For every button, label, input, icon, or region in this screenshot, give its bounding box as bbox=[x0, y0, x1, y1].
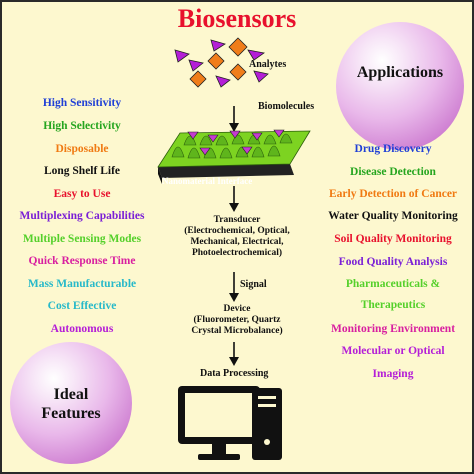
application-item: Therapeutics bbox=[360, 299, 426, 311]
application-item: Molecular or Optical bbox=[341, 345, 445, 357]
applications-title: Applications bbox=[356, 64, 444, 81]
analytes-label: Analytes bbox=[249, 59, 287, 70]
application-item: Drug Discovery bbox=[354, 143, 432, 155]
applications-sphere bbox=[336, 22, 464, 150]
data-processing-label: Data Processing bbox=[200, 368, 269, 379]
analyte-triangle bbox=[210, 39, 226, 52]
ideal-features-sphere bbox=[10, 342, 132, 464]
transducer-line: Transducer bbox=[213, 215, 261, 225]
ideal-features-title: Ideal Features bbox=[10, 385, 132, 423]
transducer-line: Mechanical, Electrical, bbox=[190, 237, 284, 247]
feature-item: Disposable bbox=[55, 143, 109, 155]
feature-item: Long Shelf Life bbox=[43, 165, 121, 177]
analyte-triangle bbox=[188, 59, 204, 72]
feature-item: Easy to Use bbox=[53, 188, 111, 200]
application-item: Pharmaceuticals & bbox=[345, 278, 441, 290]
signal-label: Signal bbox=[240, 279, 267, 290]
ideal-features-title-line-1: Ideal bbox=[53, 386, 89, 403]
computer-tower-icon bbox=[252, 388, 282, 460]
device-block: Device (Fluorometer, Quartz Crystal Micr… bbox=[2, 304, 472, 337]
transducer-line: (Electrochemical, Optical, bbox=[184, 226, 290, 236]
analyte-triangle bbox=[174, 49, 190, 63]
feature-item: Cost Effective bbox=[47, 300, 117, 312]
nanomaterial-label: Nanomaterial Interface bbox=[162, 176, 253, 186]
feature-item: High Sensitivity bbox=[42, 97, 122, 109]
application-item: Imaging bbox=[372, 368, 414, 380]
application-item: Water Quality Monitoring bbox=[328, 210, 458, 222]
transducer-line: Photoelectrochemical) bbox=[191, 248, 283, 258]
nanomaterial-chip-side bbox=[158, 164, 294, 178]
application-item: Soil Quality Monitoring bbox=[334, 233, 452, 245]
feature-item: Multiple Sensing Modes bbox=[22, 233, 142, 245]
application-item: Food Quality Analysis bbox=[338, 256, 448, 268]
page-title: Biosensors bbox=[177, 4, 297, 33]
feature-item: Mass Manufacturable bbox=[27, 278, 137, 290]
transducer-block: Transducer (Electrochemical, Optical, Me… bbox=[2, 215, 472, 259]
feature-item: Autonomous bbox=[50, 323, 114, 335]
device-line: Device bbox=[223, 304, 251, 314]
analyte-triangle bbox=[253, 70, 269, 83]
biomolecules-label: Biomolecules bbox=[258, 101, 315, 112]
nanomaterial-chip-front bbox=[158, 167, 162, 184]
device-line: Crystal Microbalance) bbox=[191, 326, 283, 336]
ideal-features-title-line-2: Features bbox=[41, 405, 101, 422]
application-item: Early Detection of Cancer bbox=[328, 188, 458, 200]
analyte-triangle bbox=[247, 49, 266, 61]
analyte-triangle bbox=[215, 75, 231, 88]
computer-monitor-icon bbox=[178, 386, 260, 460]
feature-item: Quick Response Time bbox=[28, 255, 136, 267]
analyte-diamond bbox=[189, 70, 207, 88]
feature-item: High Selectivity bbox=[43, 120, 121, 132]
analyte-diamond bbox=[207, 52, 225, 70]
analyte-diamond bbox=[228, 37, 248, 57]
device-line: (Fluorometer, Quartz bbox=[193, 315, 281, 325]
analyte-diamond bbox=[229, 63, 247, 81]
feature-item: Multiplexing Capabilities bbox=[19, 210, 145, 222]
application-item: Monitoring Environment bbox=[330, 323, 456, 335]
application-item: Disease Detection bbox=[350, 166, 436, 178]
